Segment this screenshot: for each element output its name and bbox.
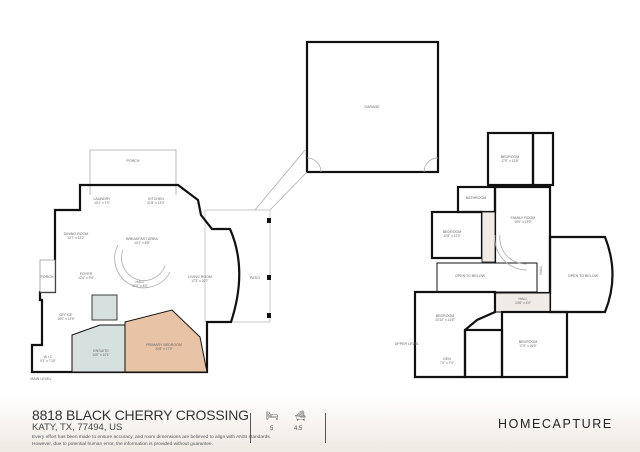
brand-logo: HOMECAPTURE bbox=[498, 417, 613, 431]
room-dim: 7'0" x 7'0" bbox=[440, 361, 454, 365]
room-label: BEDROOM bbox=[443, 230, 462, 234]
room-label: KITCHEN bbox=[148, 197, 164, 201]
ensuite bbox=[71, 324, 126, 373]
bed-icon: 🛏︎ bbox=[266, 411, 279, 422]
room-dim: 10'1" x 7'0" bbox=[94, 201, 110, 205]
room-label: DINING ROOM bbox=[64, 232, 89, 236]
room-dim: 17'3" x 20'7" bbox=[191, 279, 208, 283]
room-label: BEDROOM bbox=[519, 340, 538, 344]
open-below-right bbox=[548, 235, 614, 314]
room-label: FAMILY ROOM bbox=[511, 216, 536, 220]
footer: 8818 BLACK CHERRY CROSSING KATY, TX, 774… bbox=[0, 395, 640, 452]
bath-top bbox=[531, 131, 555, 187]
room-label: BEDROOM bbox=[501, 155, 520, 159]
garage bbox=[305, 40, 440, 174]
address: 8818 BLACK CHERRY CROSSING bbox=[32, 407, 249, 423]
beds-count: 5 bbox=[270, 426, 274, 432]
room-label: HALL bbox=[539, 266, 543, 275]
bathtub-icon: 🛁︎ bbox=[294, 411, 307, 422]
room-dim: 21'8" x 13'0" bbox=[147, 201, 164, 205]
main-level-outline bbox=[30, 183, 241, 374]
room-dim: 17'0" x 13'8" bbox=[501, 159, 518, 163]
room-dim: 14'0" x 10'1" bbox=[92, 353, 109, 357]
open-below-left bbox=[436, 262, 538, 293]
patio bbox=[204, 209, 271, 323]
room-label: OPEN TO BELOW bbox=[455, 274, 486, 278]
room-dim: 17'0" x 8'0" bbox=[132, 284, 148, 288]
room-label: OPEN TO BELOW bbox=[568, 274, 599, 278]
room-dim: 20'8" x 17'0" bbox=[155, 347, 172, 351]
room-label: W.I.C bbox=[44, 355, 53, 359]
room-dim: 9'1" x 7'10" bbox=[40, 359, 56, 363]
room-dim: 14'1" x 8'8" bbox=[134, 241, 150, 245]
room-dim: 17'0" x 16'0" bbox=[519, 344, 536, 348]
room-label: PATIO bbox=[250, 276, 260, 280]
room-label: LIVING ROOM bbox=[188, 275, 212, 279]
porch-side bbox=[39, 259, 56, 293]
room-dim: 12'0" x 9'4" bbox=[78, 276, 94, 280]
room-label: PRIMARY BEDROOM bbox=[146, 343, 182, 347]
room-label: PORCH bbox=[127, 159, 140, 163]
room-label: BEDROOM bbox=[436, 314, 455, 318]
level-label: UPPER LEVEL bbox=[395, 342, 420, 346]
city: KATY, TX, 77494, US bbox=[32, 422, 123, 433]
divider bbox=[325, 413, 326, 443]
disclaimer: However, due to potential human error, t… bbox=[32, 442, 214, 447]
room-dim: 14'8" x 8'0" bbox=[515, 301, 531, 305]
room-label: DEN bbox=[443, 357, 451, 361]
room-dim: 19'0" x 19'9" bbox=[514, 220, 531, 224]
bath-powder bbox=[91, 294, 118, 321]
room-dim: 12'8" x 12'0" bbox=[443, 234, 460, 238]
disclaimer: Every effort has been made to ensure acc… bbox=[32, 435, 271, 440]
room-label: GARAGE bbox=[364, 105, 380, 109]
room-label: LAUNDRY bbox=[93, 197, 111, 201]
room-label: FOYER bbox=[80, 272, 93, 276]
bedroom-bottom-left bbox=[413, 290, 497, 379]
divider bbox=[250, 413, 251, 443]
room-label: HALL bbox=[136, 280, 145, 284]
room-label: BATHROOM bbox=[466, 196, 487, 200]
room-dim: 20'10" x 14'8" bbox=[435, 318, 454, 322]
room-label: BREAKFAST AREA bbox=[126, 237, 158, 241]
primary-bedroom bbox=[124, 309, 208, 373]
room-label: ENSUITE bbox=[93, 349, 109, 353]
level-label: MAIN LEVEL bbox=[30, 377, 51, 381]
room-label: HALL bbox=[519, 297, 528, 301]
upper-level bbox=[413, 131, 614, 379]
room-dim: 13'7" x 12'2" bbox=[67, 236, 84, 240]
bedroom-bottom-right bbox=[500, 310, 569, 379]
bath-bottom bbox=[463, 328, 504, 379]
hall-left bbox=[481, 211, 496, 263]
room-dim: 14'0" x 13'0" bbox=[57, 317, 74, 321]
room-label: OFFICE bbox=[59, 313, 73, 317]
room-label: PORCH bbox=[41, 275, 54, 279]
baths-count: 4.5 bbox=[294, 426, 303, 432]
